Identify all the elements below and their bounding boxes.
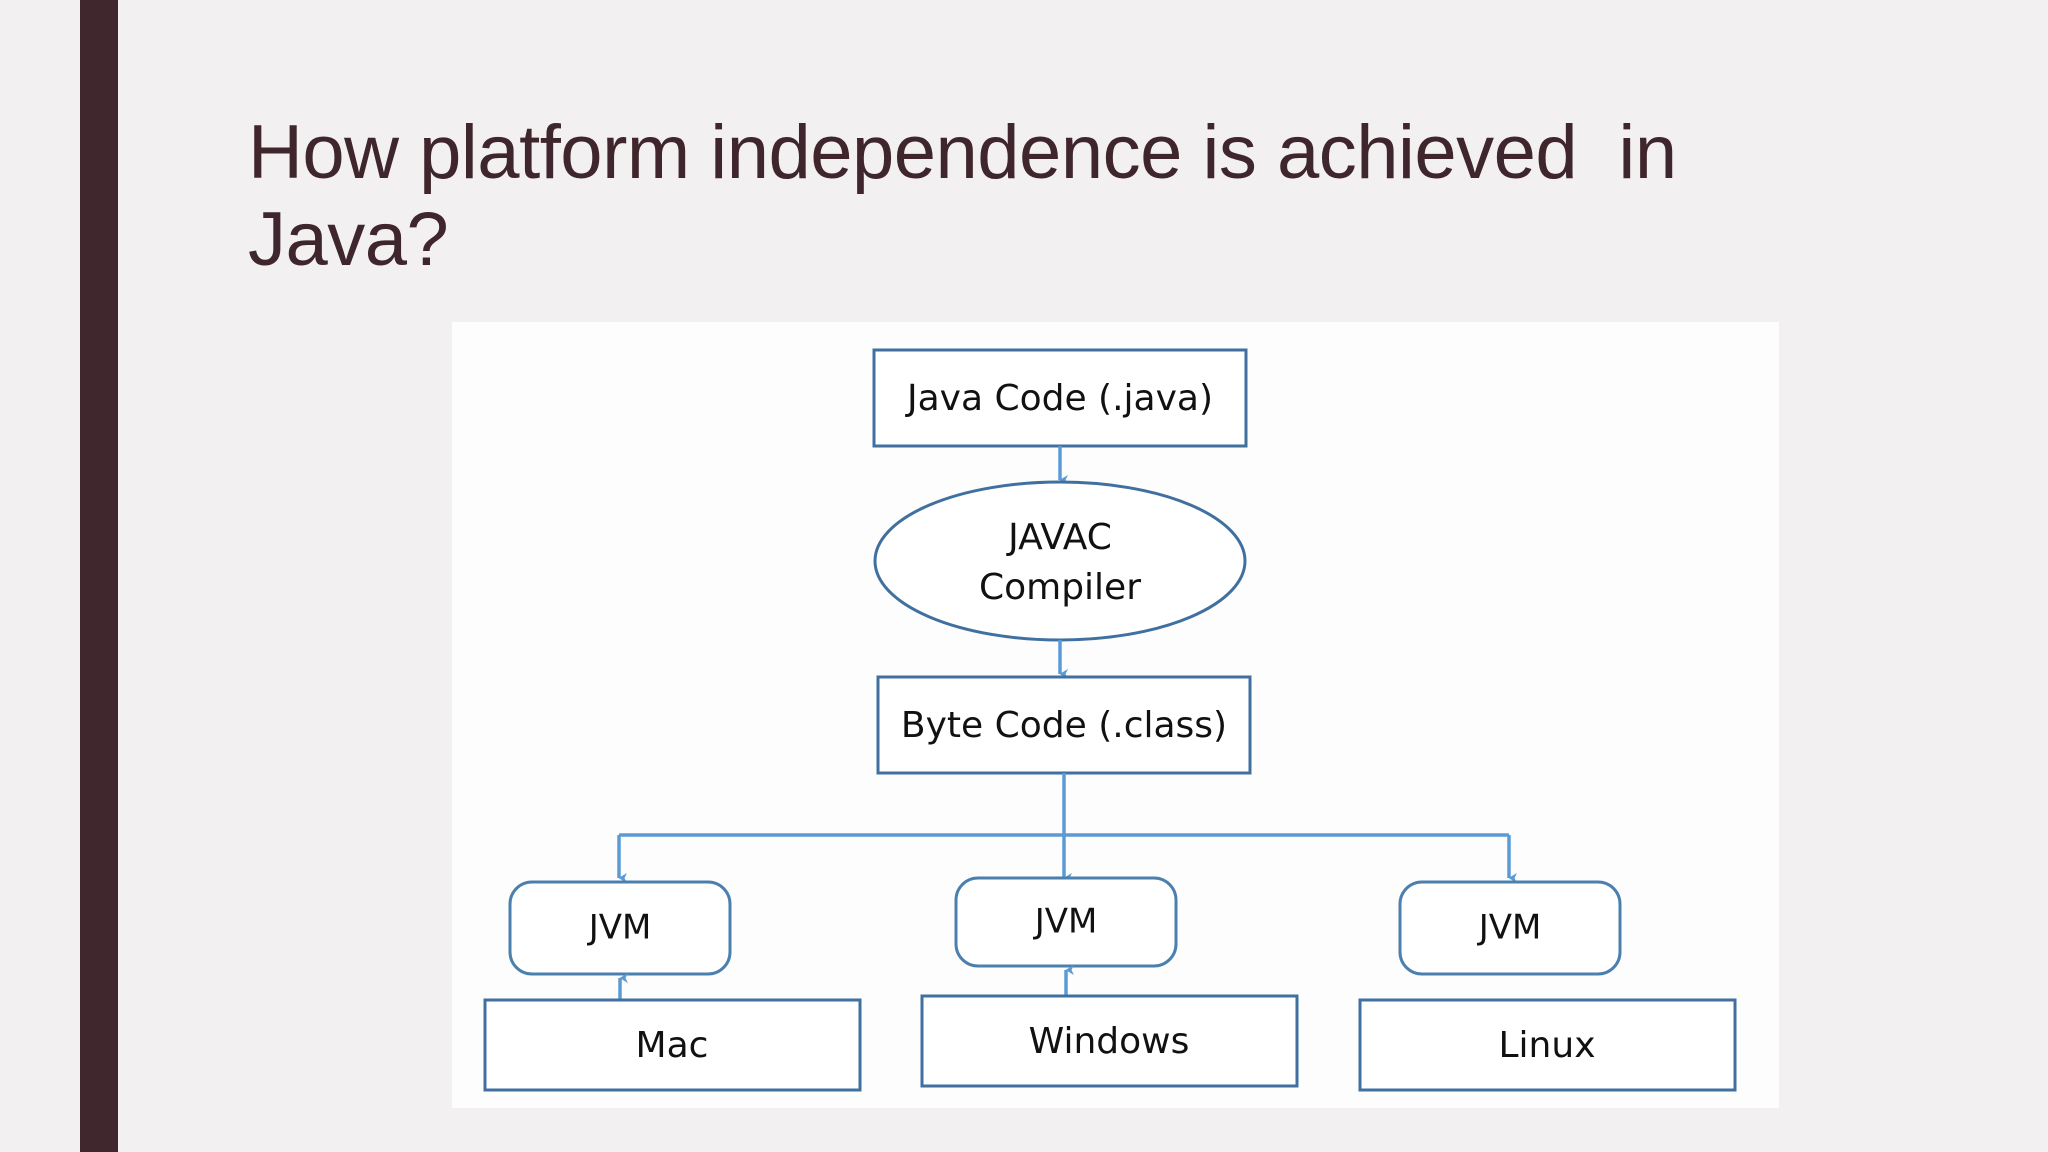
node-platform-windows: Windows bbox=[920, 994, 1299, 1088]
platform-linux-label: Linux bbox=[1499, 1025, 1596, 1066]
node-jvm-linux: JVM bbox=[1398, 880, 1622, 976]
jvm-windows-label: JVM bbox=[1033, 902, 1098, 942]
javac-compiler-ellipse bbox=[873, 480, 1247, 642]
node-platform-mac: Mac bbox=[483, 998, 862, 1092]
left-accent-bar bbox=[80, 0, 118, 1152]
node-java-code: Java Code (.java) bbox=[872, 348, 1248, 448]
javac-compiler-label-line1: JAVAC bbox=[1006, 517, 1112, 558]
node-javac-compiler: JAVAC Compiler bbox=[873, 480, 1247, 642]
node-byte-code: Byte Code (.class) bbox=[876, 675, 1252, 775]
javac-compiler-label-line2: Compiler bbox=[979, 567, 1141, 608]
diagram-container: Java Code (.java) JAVAC Compiler Byte Co… bbox=[452, 322, 1779, 1108]
platform-independence-flowchart: Java Code (.java) JAVAC Compiler Byte Co… bbox=[483, 348, 1737, 1092]
platform-windows-label: Windows bbox=[1029, 1021, 1190, 1062]
platform-windows-box bbox=[920, 994, 1299, 1088]
byte-code-box bbox=[876, 675, 1252, 775]
platform-mac-box bbox=[483, 998, 862, 1092]
java-code-box bbox=[872, 348, 1248, 448]
page-title: How platform independence is achieved in… bbox=[248, 110, 1698, 282]
platform-linux-box bbox=[1358, 998, 1737, 1092]
byte-code-label: Byte Code (.class) bbox=[901, 705, 1227, 746]
java-code-label: Java Code (.java) bbox=[905, 378, 1213, 419]
jvm-linux-label: JVM bbox=[1477, 908, 1542, 948]
platform-mac-label: Mac bbox=[636, 1025, 709, 1066]
bytecode-branch-bus bbox=[617, 773, 1517, 883]
jvm-linux-box bbox=[1398, 880, 1622, 976]
node-jvm-windows: JVM bbox=[954, 876, 1178, 968]
jvm-mac-label: JVM bbox=[587, 908, 652, 948]
node-platform-linux: Linux bbox=[1358, 998, 1737, 1092]
node-jvm-mac: JVM bbox=[508, 880, 732, 976]
